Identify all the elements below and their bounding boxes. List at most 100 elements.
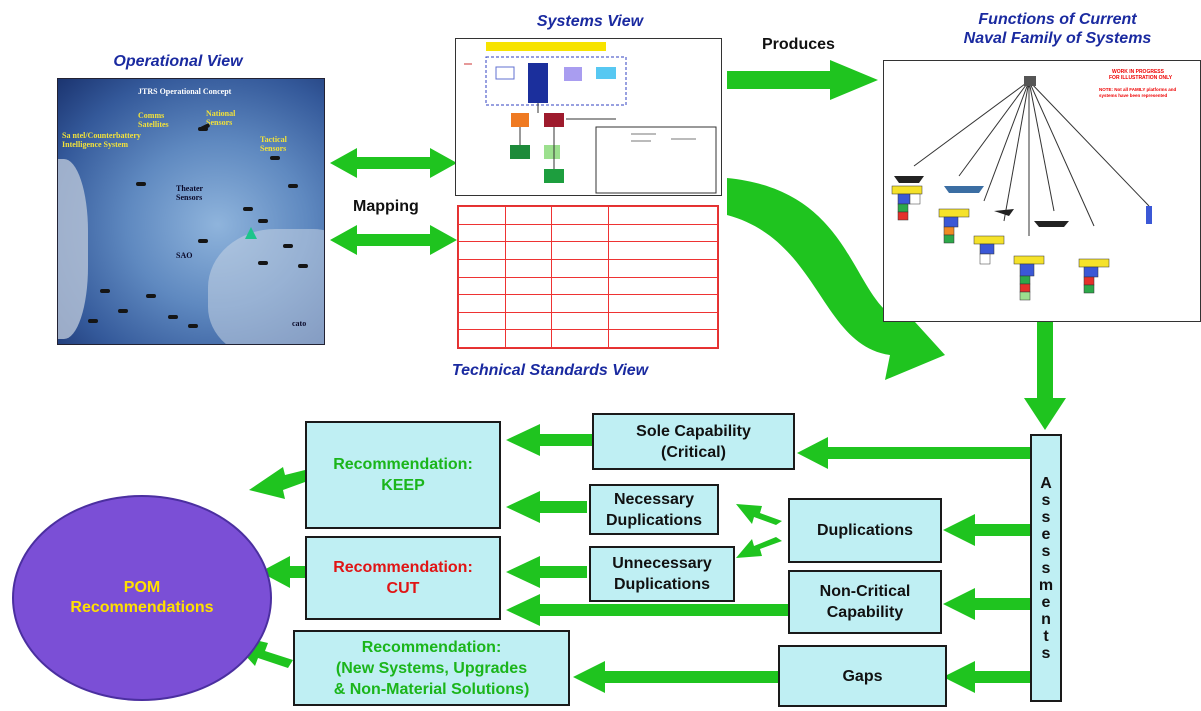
op-sao: SAO [176,251,193,260]
arrow-assess-gaps [943,661,1030,693]
naval-family-diagram: WORK IN PROGRESS FOR ILLUSTRATION ONLY N… [891,69,1177,301]
systems-diagram [464,42,717,194]
systems-view-image [455,38,722,196]
gaps-label: Gaps [842,667,883,685]
op-national: National Sensors [206,109,236,127]
nfs-work-note-1: WORK IN PROGRESS [1112,69,1165,75]
arrow-assess-dup [943,514,1030,546]
sole-line2: (Critical) [661,443,726,461]
ship-icon [894,176,924,183]
nfs-note-1: NOTE: Not all FAMILY platforms and [1099,87,1177,92]
aircraft-icon [100,289,110,293]
naval-family-image: WORK IN PROGRESS FOR ILLUSTRATION ONLY N… [883,60,1201,322]
noncrit-line1: Non-Critical [819,583,911,600]
carrier-icon [944,186,984,193]
unnecessary-line2: Duplications [613,576,710,593]
standards-table [458,206,718,348]
ship-icon [198,239,208,243]
functions-title-line2: Naval Family of Systems [963,30,1152,47]
duplications-box: Duplications [788,498,942,563]
arrow-unnec-cut [506,556,587,588]
op-title: JTRS Operational Concept [138,87,232,96]
arrow-cut-pom [260,556,305,588]
noncrit-line2: Capability [826,604,904,621]
necessary-line2: Duplications [605,511,702,529]
aircraft-icon [258,219,268,223]
platform-stack-5 [1078,258,1110,294]
platform-stack-3 [973,235,1005,265]
recommendation-keep-box: Recommendation: KEEP [305,421,501,529]
cut-line1: Recommendation: [333,559,473,576]
assessments-letter: A [1040,474,1052,492]
arrow-dup-nec [736,504,782,525]
ship-icon [258,261,268,265]
new-line1: Recommendation: [361,638,502,656]
down-arrow [1024,322,1066,430]
ship-icon [283,244,293,248]
technical-standards-view-title: Technical Standards View [451,362,649,379]
aircraft-icon [118,309,128,313]
operational-view-title: Operational View [113,53,243,70]
unnecessary-duplications-box: Unnecessary Duplications [589,546,735,602]
op-comms-sat: Comms Satellites [138,111,169,129]
assessments-letter: e [1041,593,1051,611]
coastline-shape [58,159,88,339]
aircraft-icon [994,209,1014,216]
assessments-letter: e [1041,525,1051,543]
produces-arrow [727,60,878,100]
aircraft-icon [188,324,198,328]
op-sa-intel: Sa ntel/Counterbattery Intelligence Syst… [62,131,141,149]
mapping-arrow-bottom [330,225,457,255]
submarine-icon [1034,221,1069,227]
recommendation-new-box: Recommendation: (New Systems, Upgrades &… [293,630,570,706]
aircraft-icon [168,315,178,319]
assessments-letter: t [1043,627,1049,645]
assessments-letter: n [1041,610,1051,628]
unnecessary-line1: Unnecessary [612,555,712,572]
technical-standards-image [457,205,719,349]
arrow-assess-sole [797,437,1030,469]
pom-recommendations-ellipse: POM Recommendations [12,495,272,701]
sole-line1: Sole Capability [636,422,751,440]
pom-line2: Recommendations [70,599,214,616]
op-cato: cato [292,319,307,328]
aircraft-icon [288,184,298,188]
landmass-shape [208,229,324,344]
assessments-letter: s [1041,644,1051,662]
necessary-line1: Necessary [613,490,695,508]
nfs-work-note-2: FOR ILLUSTRATION ONLY [1109,75,1173,81]
new-line2: (New Systems, Upgrades [335,659,528,677]
arrow-assess-noncrit [943,588,1030,620]
ship-icon [298,264,308,268]
arrow-sole-keep [506,424,592,456]
nfs-note-2: systems have been represented [1099,93,1168,98]
necessary-duplications-box: Necessary Duplications [589,484,719,535]
keep-line1: Recommendation: [333,456,473,473]
functions-title: Functions of Current Naval Family of Sys… [930,10,1185,48]
antenna-icon [1146,206,1152,224]
duplications-label: Duplications [816,522,913,539]
functions-title-line1: Functions of Current [978,11,1137,28]
triangle-marker-icon [245,227,257,239]
aircraft-icon [243,207,253,211]
assessments-letter: s [1041,491,1051,509]
op-tactical: Tactical Sensors [260,135,287,153]
arrow-noncrit-cut [506,594,788,626]
platform-stack-2 [938,208,970,244]
platform-stack-4 [1013,255,1045,301]
mapping-label: Mapping [353,198,419,215]
new-line3: & Non-Material Solutions) [333,680,530,698]
satellite-icon [270,156,280,160]
assessments-letter: s [1041,542,1051,560]
assessments-letter: s [1041,508,1051,526]
recommendation-cut-box: Recommendation: CUT [305,536,501,620]
mapping-arrow-top [330,148,457,178]
platform-stack-1 [891,185,923,221]
arrow-keep-pom [249,467,305,499]
assessments-letter: m [1038,576,1054,594]
cut-line2: CUT [386,580,420,597]
op-theater: Theater Sensors [176,184,203,202]
gaps-box: Gaps [778,645,947,707]
